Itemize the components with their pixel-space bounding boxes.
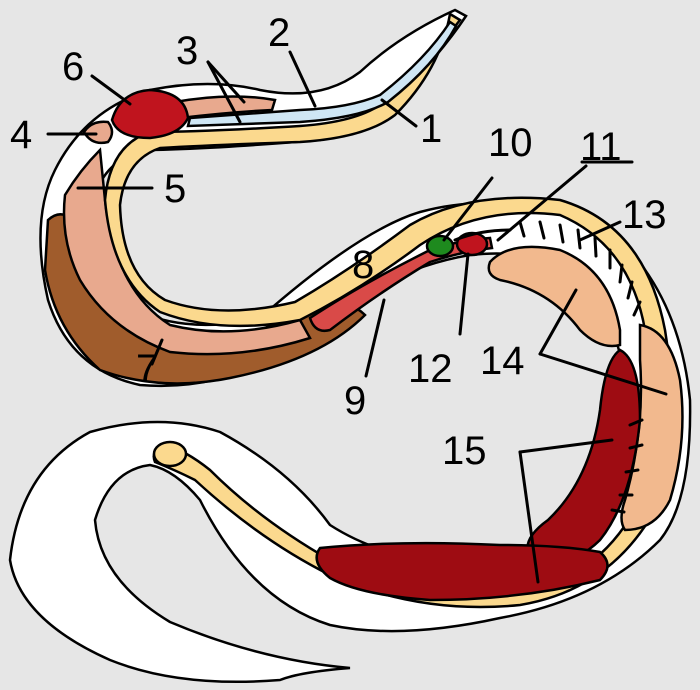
label-9: 9	[344, 379, 366, 423]
label-15: 15	[442, 429, 487, 473]
label-10: 10	[488, 121, 533, 165]
cloaca	[152, 440, 188, 468]
gallbladder	[425, 234, 455, 258]
label-12: 12	[408, 347, 453, 391]
label-1: 1	[420, 107, 442, 151]
label-4: 4	[10, 113, 32, 157]
air-sac-tube	[453, 228, 512, 242]
vertebrae-segments	[518, 220, 644, 514]
heart	[110, 88, 190, 140]
label-7: 7	[136, 347, 158, 391]
thymus	[82, 120, 114, 145]
trachea	[186, 20, 458, 128]
label-2: 2	[268, 11, 290, 55]
label-8: 8	[352, 243, 374, 287]
label-14: 14	[480, 339, 525, 383]
label-5: 5	[164, 167, 186, 211]
label-6: 6	[62, 45, 84, 89]
label-3: 3	[176, 29, 198, 73]
label-13: 13	[622, 193, 667, 237]
kidney-front	[487, 245, 622, 348]
right-lung-tissue	[173, 95, 277, 120]
leader-lines	[46, 50, 668, 584]
